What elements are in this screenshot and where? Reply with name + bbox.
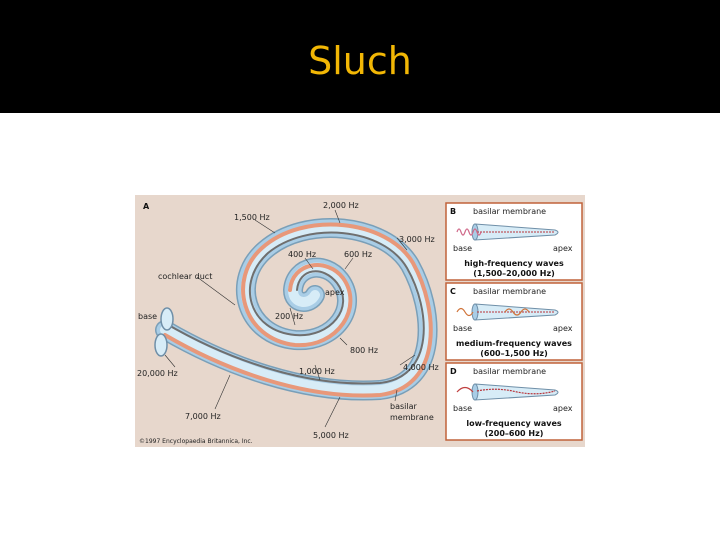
panel-b-caption: high-frequency waves bbox=[464, 259, 564, 268]
panel-c: C basilar membrane base apex medium-freq… bbox=[446, 283, 582, 360]
label-200-hz: 200 Hz bbox=[275, 312, 303, 321]
panel-c-range: (600–1,500 Hz) bbox=[480, 349, 547, 358]
label-5000-hz: 5,000 Hz bbox=[313, 431, 349, 440]
panel-d-range: (200–600 Hz) bbox=[485, 429, 544, 438]
panel-b-letter: B bbox=[450, 207, 456, 216]
label-400-hz: 400 Hz bbox=[288, 250, 316, 259]
panel-a-letter: A bbox=[143, 202, 150, 211]
label-600-hz: 600 Hz bbox=[344, 250, 372, 259]
label-basilar: basilar bbox=[390, 402, 417, 411]
panel-d-membrane-label: basilar membrane bbox=[473, 367, 546, 376]
base-opening-lower bbox=[155, 334, 167, 356]
panel-c-letter: C bbox=[450, 287, 456, 296]
panel-d-base-label: base bbox=[453, 404, 472, 413]
label-base: base bbox=[138, 312, 157, 321]
panel-b-membrane-label: basilar membrane bbox=[473, 207, 546, 216]
label-4000-hz: 4,000 Hz bbox=[403, 363, 439, 372]
panel-c-caption: medium-frequency waves bbox=[456, 339, 572, 348]
panel-c-apex-label: apex bbox=[553, 324, 573, 333]
base-opening-upper bbox=[161, 308, 173, 330]
label-cochlear-duct: cochlear duct bbox=[158, 272, 212, 281]
label-7000-hz: 7,000 Hz bbox=[185, 412, 221, 421]
cochlea-figure: A 2,000 Hz 1,500 Hz 3,000 Hz 400 Hz 600 … bbox=[135, 195, 585, 447]
label-1500-hz: 1,500 Hz bbox=[234, 213, 270, 222]
panel-b-apex-label: apex bbox=[553, 244, 573, 253]
label-2000-hz: 2,000 Hz bbox=[323, 201, 359, 210]
panel-c-base-label: base bbox=[453, 324, 472, 333]
panel-d: D basilar membrane base apex low-frequen… bbox=[446, 363, 582, 440]
slide-title: Sluch bbox=[0, 38, 720, 84]
label-800-hz: 800 Hz bbox=[350, 346, 378, 355]
panel-b-base-label: base bbox=[453, 244, 472, 253]
panel-b-range: (1,500–20,000 Hz) bbox=[473, 269, 555, 278]
label-apex: apex bbox=[325, 288, 345, 297]
panel-d-apex-label: apex bbox=[553, 404, 573, 413]
panel-c-membrane-label: basilar membrane bbox=[473, 287, 546, 296]
label-20000-hz: 20,000 Hz bbox=[137, 369, 178, 378]
label-3000-hz: 3,000 Hz bbox=[399, 235, 435, 244]
label-1000-hz: 1,000 Hz bbox=[299, 367, 335, 376]
cochlea-diagram: A 2,000 Hz 1,500 Hz 3,000 Hz 400 Hz 600 … bbox=[135, 195, 585, 447]
panel-d-letter: D bbox=[450, 367, 457, 376]
panel-b: B basilar membrane base apex high-freque… bbox=[446, 203, 582, 280]
copyright-text: ©1997 Encyclopaedia Britannica, Inc. bbox=[139, 438, 253, 445]
panel-d-caption: low-frequency waves bbox=[466, 419, 562, 428]
label-membrane: membrane bbox=[390, 413, 434, 422]
